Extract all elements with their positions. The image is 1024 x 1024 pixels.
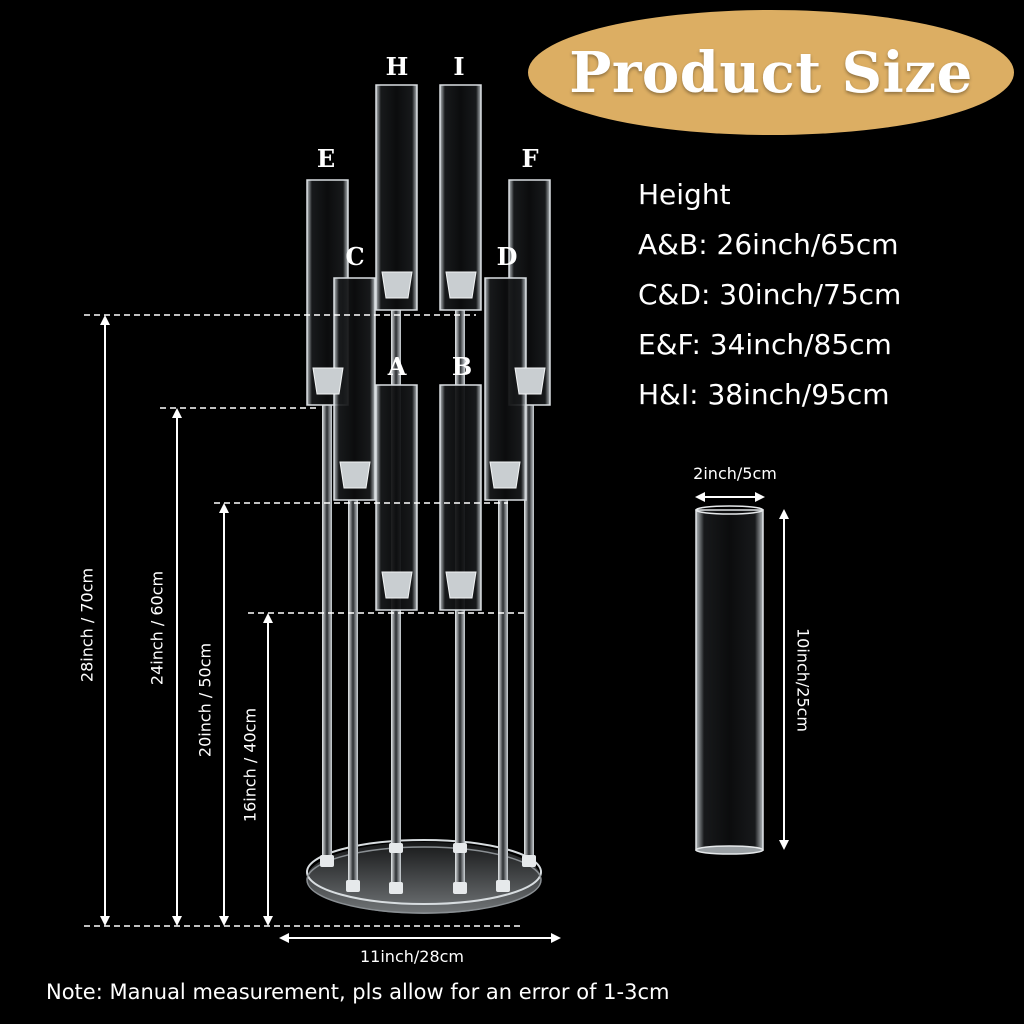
tube-width-label: 2inch/5cm (693, 464, 777, 483)
measurement-note: Note: Manual measurement, pls allow for … (46, 980, 670, 1004)
specs-heading: Height (638, 178, 731, 211)
height-70-label: 28inch / 70cm (77, 567, 97, 683)
holder-label-c: C (345, 242, 365, 271)
dimension-arrows (100, 315, 789, 943)
spec-line-ef: E&F: 34inch/85cm (638, 328, 892, 361)
spec-line-cd: C&D: 30inch/75cm (638, 278, 902, 311)
tube-height-label: 10inch/25cm (793, 627, 813, 733)
spec-line-ab: A&B: 26inch/65cm (638, 228, 899, 261)
spec-line-hi: H&I: 38inch/95cm (638, 378, 890, 411)
height-60-label: 24inch / 60cm (147, 570, 167, 686)
glass-tubes (306, 84, 551, 611)
candle-cups (312, 271, 546, 599)
rod-feet (320, 843, 536, 894)
holder-label-b: B (451, 352, 473, 381)
holder-label-f: F (521, 144, 539, 173)
base-plate (306, 839, 542, 914)
level-guides (84, 314, 524, 927)
holder-label-e: E (316, 144, 336, 173)
badge-title: Product Size (569, 39, 973, 106)
height-specs: Height A&B: 26inch/65cm C&D: 30inch/75cm… (638, 170, 901, 420)
holder-label-d: D (496, 242, 518, 271)
product-size-badge: Product Size (528, 10, 1014, 135)
single-tube (695, 505, 764, 855)
height-50-label: 20inch / 50cm (195, 642, 215, 758)
height-40-label: 16inch / 40cm (240, 707, 260, 823)
holder-label-i: I (453, 52, 465, 81)
holder-label-a: A (387, 352, 407, 381)
base-width-label: 11inch/28cm (359, 947, 465, 966)
holder-label-h: H (385, 52, 409, 81)
